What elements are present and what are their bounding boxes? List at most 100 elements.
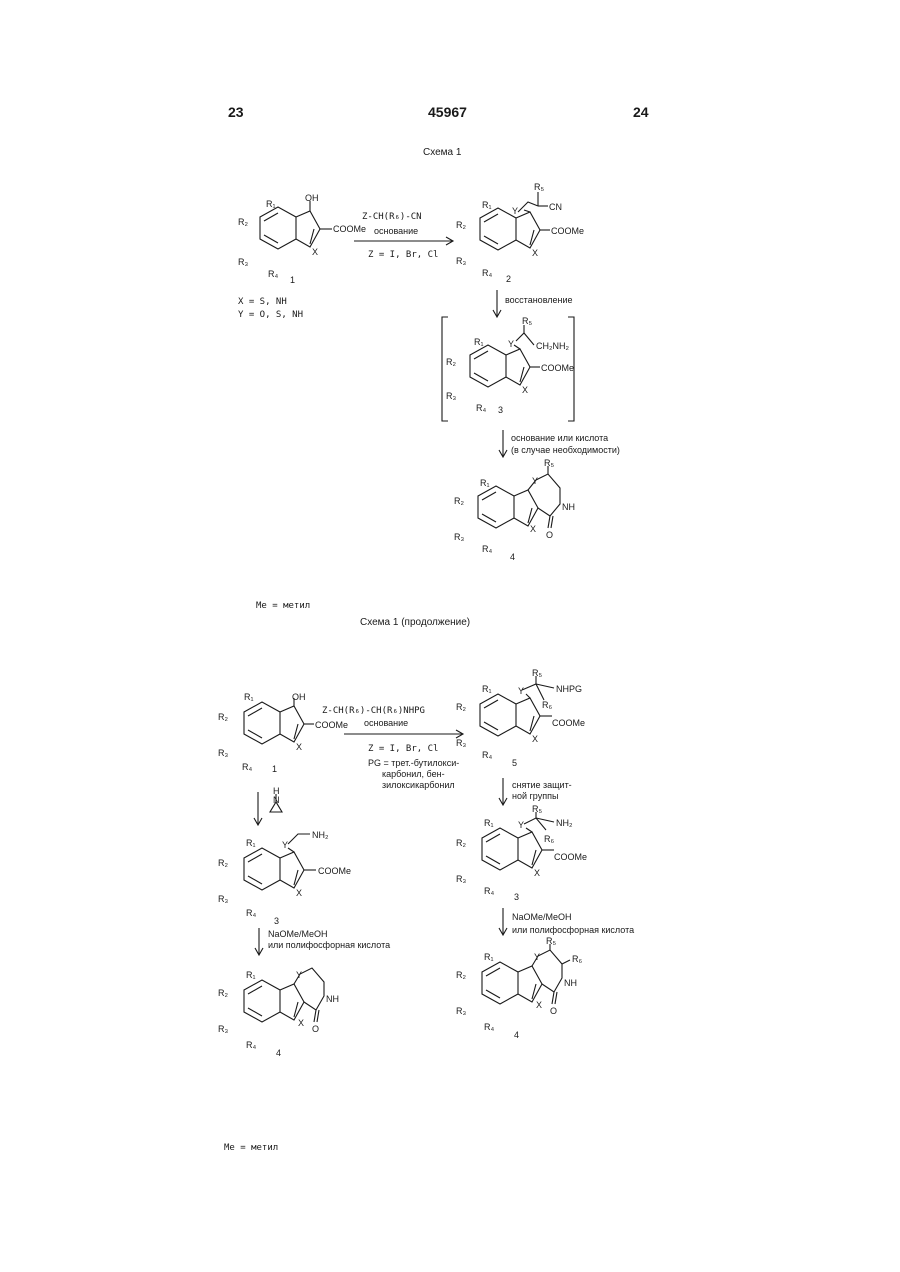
svg-text:H: H: [273, 786, 280, 796]
aziridine-arrow: N H: [254, 790, 294, 830]
condition-y: Y = O, S, NH: [238, 310, 303, 320]
svg-text:R₂: R₂: [454, 496, 464, 506]
svg-text:R₄: R₄: [476, 403, 486, 413]
svg-text:5: 5: [512, 758, 517, 768]
svg-text:R₁: R₁: [484, 818, 494, 828]
z-definition: Z = I, Br, Cl: [368, 250, 438, 260]
svg-text:R₁: R₁: [484, 952, 494, 962]
condition-x: X = S, NH: [238, 297, 287, 307]
reaction-arrow-cont: [344, 729, 469, 739]
compound-3b-structure: Y R₅ NH₂ R₆ COOMe X R₁ R₂ R₃ R₄ 3: [452, 808, 602, 913]
cyclization-arrow-right: [498, 908, 508, 938]
svg-text:R₁: R₁: [246, 838, 256, 848]
deprotection-arrow: [498, 778, 508, 808]
svg-text:R₆: R₆: [542, 700, 552, 710]
svg-text:R₅: R₅: [532, 804, 542, 814]
cyclization-right-label-1: NaOMe/MeOH: [512, 912, 572, 922]
pg-definition-2: карбонил, бен-: [382, 769, 445, 779]
svg-text:Y: Y: [518, 820, 524, 830]
compound-1-structure: OH COOMe X R₁ R₂ R₃ R₄ 1: [230, 195, 360, 295]
svg-text:R₁: R₁: [480, 478, 490, 488]
svg-text:R₁: R₁: [482, 684, 492, 694]
svg-text:X: X: [532, 248, 538, 258]
svg-text:O: O: [550, 1006, 557, 1016]
svg-text:NH₂: NH₂: [312, 830, 329, 840]
svg-text:R₄: R₄: [484, 886, 494, 896]
svg-text:N: N: [273, 795, 280, 805]
reagent-label-cont: Z-CH(R₆)-CH(R₆)NHPG: [322, 706, 425, 716]
svg-text:R₂: R₂: [456, 220, 466, 230]
svg-text:CN: CN: [549, 202, 562, 212]
footnote-2: Me = метил: [224, 1143, 278, 1153]
svg-text:R₄: R₄: [246, 1040, 256, 1050]
svg-text:R₂: R₂: [456, 970, 466, 980]
svg-text:R₂: R₂: [456, 838, 466, 848]
svg-text:X: X: [296, 888, 302, 898]
page-number-left: 23: [228, 104, 244, 120]
svg-text:4: 4: [510, 552, 515, 562]
svg-text:COOMe: COOMe: [541, 363, 574, 373]
svg-text:O: O: [546, 530, 553, 540]
svg-text:R₂: R₂: [238, 217, 248, 227]
svg-text:R₃: R₃: [456, 874, 466, 884]
svg-text:R₃: R₃: [454, 532, 464, 542]
svg-text:R₆: R₆: [572, 954, 582, 964]
svg-text:2: 2: [506, 274, 511, 284]
svg-text:COOMe: COOMe: [318, 866, 351, 876]
svg-text:R₁: R₁: [246, 970, 256, 980]
svg-text:R₄: R₄: [246, 908, 256, 918]
svg-text:CH₂NH₂: CH₂NH₂: [536, 341, 569, 351]
svg-text:R₅: R₅: [546, 936, 556, 946]
svg-text:R₄: R₄: [482, 544, 492, 554]
svg-text:X: X: [296, 742, 302, 752]
svg-text:NH₂: NH₂: [556, 818, 573, 828]
svg-text:Y: Y: [296, 970, 302, 980]
svg-text:OH: OH: [292, 692, 306, 702]
svg-text:Y: Y: [508, 339, 514, 349]
svg-text:NHPG: NHPG: [556, 684, 582, 694]
cyclization-arrow: [498, 430, 508, 460]
compound-3a-structure: Y NH₂ COOMe X R₁ R₂ R₃ R₄ 3: [214, 830, 354, 930]
svg-text:COOMe: COOMe: [333, 224, 366, 234]
svg-text:R₁: R₁: [244, 692, 254, 702]
svg-text:R₃: R₃: [218, 748, 228, 758]
svg-text:R₁: R₁: [474, 337, 484, 347]
svg-text:NH: NH: [326, 994, 339, 1004]
page-number-right: 24: [633, 104, 649, 120]
svg-text:R₃: R₃: [456, 738, 466, 748]
cyclization-right-label-2: или полифосфорная кислота: [512, 925, 634, 935]
svg-text:R₂: R₂: [446, 357, 456, 367]
svg-text:R₃: R₃: [218, 1024, 228, 1034]
compound-4a-structure: Y NH O X R₁ R₂ R₃ R₄ 4: [214, 960, 354, 1070]
svg-text:R₅: R₅: [534, 182, 544, 192]
svg-text:O: O: [312, 1024, 319, 1034]
pg-definition-3: зилоксикарбонил: [382, 780, 455, 790]
cyclization-left-label-1: NaOMe/MeOH: [268, 929, 328, 939]
svg-text:4: 4: [276, 1048, 281, 1058]
svg-text:Y: Y: [512, 206, 518, 216]
svg-text:R₃: R₃: [456, 256, 466, 266]
svg-text:R₅: R₅: [522, 316, 532, 326]
deprotection-label-2: ной группы: [512, 791, 558, 801]
svg-text:X: X: [530, 524, 536, 534]
footnote-1: Me = метил: [256, 601, 310, 611]
cyclization-arrow-left: [254, 928, 264, 958]
svg-text:3: 3: [498, 405, 503, 415]
svg-text:COOMe: COOMe: [554, 852, 587, 862]
svg-text:OH: OH: [305, 193, 319, 203]
base-label-cont: основание: [364, 718, 408, 728]
cyclization-label-2: (в случае необходимости): [511, 445, 620, 455]
svg-text:X: X: [532, 734, 538, 744]
svg-text:R₅: R₅: [544, 458, 554, 468]
svg-text:R₁: R₁: [266, 199, 276, 209]
svg-text:R₃: R₃: [238, 257, 248, 267]
svg-text:Y: Y: [532, 476, 538, 486]
svg-text:Y: Y: [282, 840, 288, 850]
svg-text:R₄: R₄: [242, 762, 252, 772]
compound-4b-structure: Y R₅ R₆ NH O X R₁ R₂ R₃ R₄ 4: [452, 940, 602, 1050]
svg-text:X: X: [522, 385, 528, 395]
cyclization-left-label-2: или полифосфорная кислота: [268, 940, 390, 950]
svg-text:R₄: R₄: [268, 269, 278, 279]
svg-text:3: 3: [274, 916, 279, 926]
svg-text:R₅: R₅: [532, 668, 542, 678]
